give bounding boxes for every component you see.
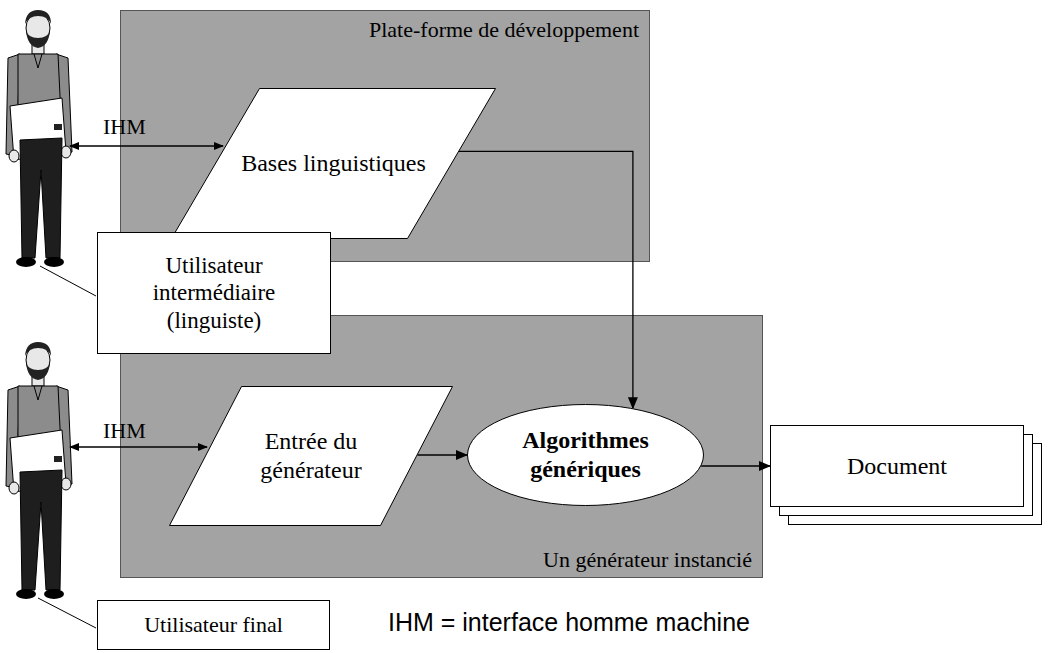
text-holder: Entrée du générateur <box>169 386 453 526</box>
abbreviation-note: IHM = interface homme machine <box>388 608 750 637</box>
hmi-arrow <box>70 446 207 447</box>
user-box: Utilisateur final <box>97 600 330 650</box>
node-text: Algorithmes génériques <box>501 426 671 484</box>
text-holder: Algorithmes génériques <box>467 404 704 506</box>
node-text: Bases linguistiques <box>241 149 426 178</box>
end-user-figure <box>6 342 72 599</box>
generator-panel: Un générateur instancié Entrée du générat… <box>120 315 763 578</box>
flow-arrow <box>701 465 770 466</box>
leader-line <box>40 266 96 296</box>
node-text: Utilisateur intermédiaire (linguiste) <box>119 252 309 335</box>
hmi-arrow <box>70 145 223 146</box>
node-text: Utilisateur final <box>144 612 283 638</box>
text-holder: Utilisateur final <box>98 601 329 649</box>
text-holder: Document <box>770 425 1024 507</box>
generator-input-outline <box>169 386 453 526</box>
panel-heading: Un générateur instancié <box>543 547 752 573</box>
generator-input: Entrée du générateur <box>169 386 453 526</box>
text-holder: Bases linguistiques <box>171 88 496 239</box>
flow-arrow <box>459 151 633 408</box>
leader-line <box>38 598 96 628</box>
user-box: Utilisateur intermédiaire (linguiste) <box>97 232 331 354</box>
algorithm-ellipse-outline <box>467 404 704 506</box>
text-holder: Utilisateur intermédiaire (linguiste) <box>98 233 330 353</box>
hmi-label: IHM <box>103 418 146 444</box>
platform-panel: Plate-forme de développementBases lingui… <box>120 10 650 262</box>
linguist-figure <box>6 10 72 267</box>
algorithm-ellipse: Algorithmes génériques <box>467 404 704 506</box>
hmi-label: IHM <box>103 114 146 140</box>
document-stack: Document <box>770 425 1042 525</box>
panel-heading: Plate-forme de développement <box>369 17 639 43</box>
linguistic-base: Bases linguistiques <box>171 88 496 239</box>
node-text: Entrée du générateur <box>231 427 391 485</box>
flow-arrow <box>418 454 468 455</box>
node-text: Document <box>847 452 947 481</box>
